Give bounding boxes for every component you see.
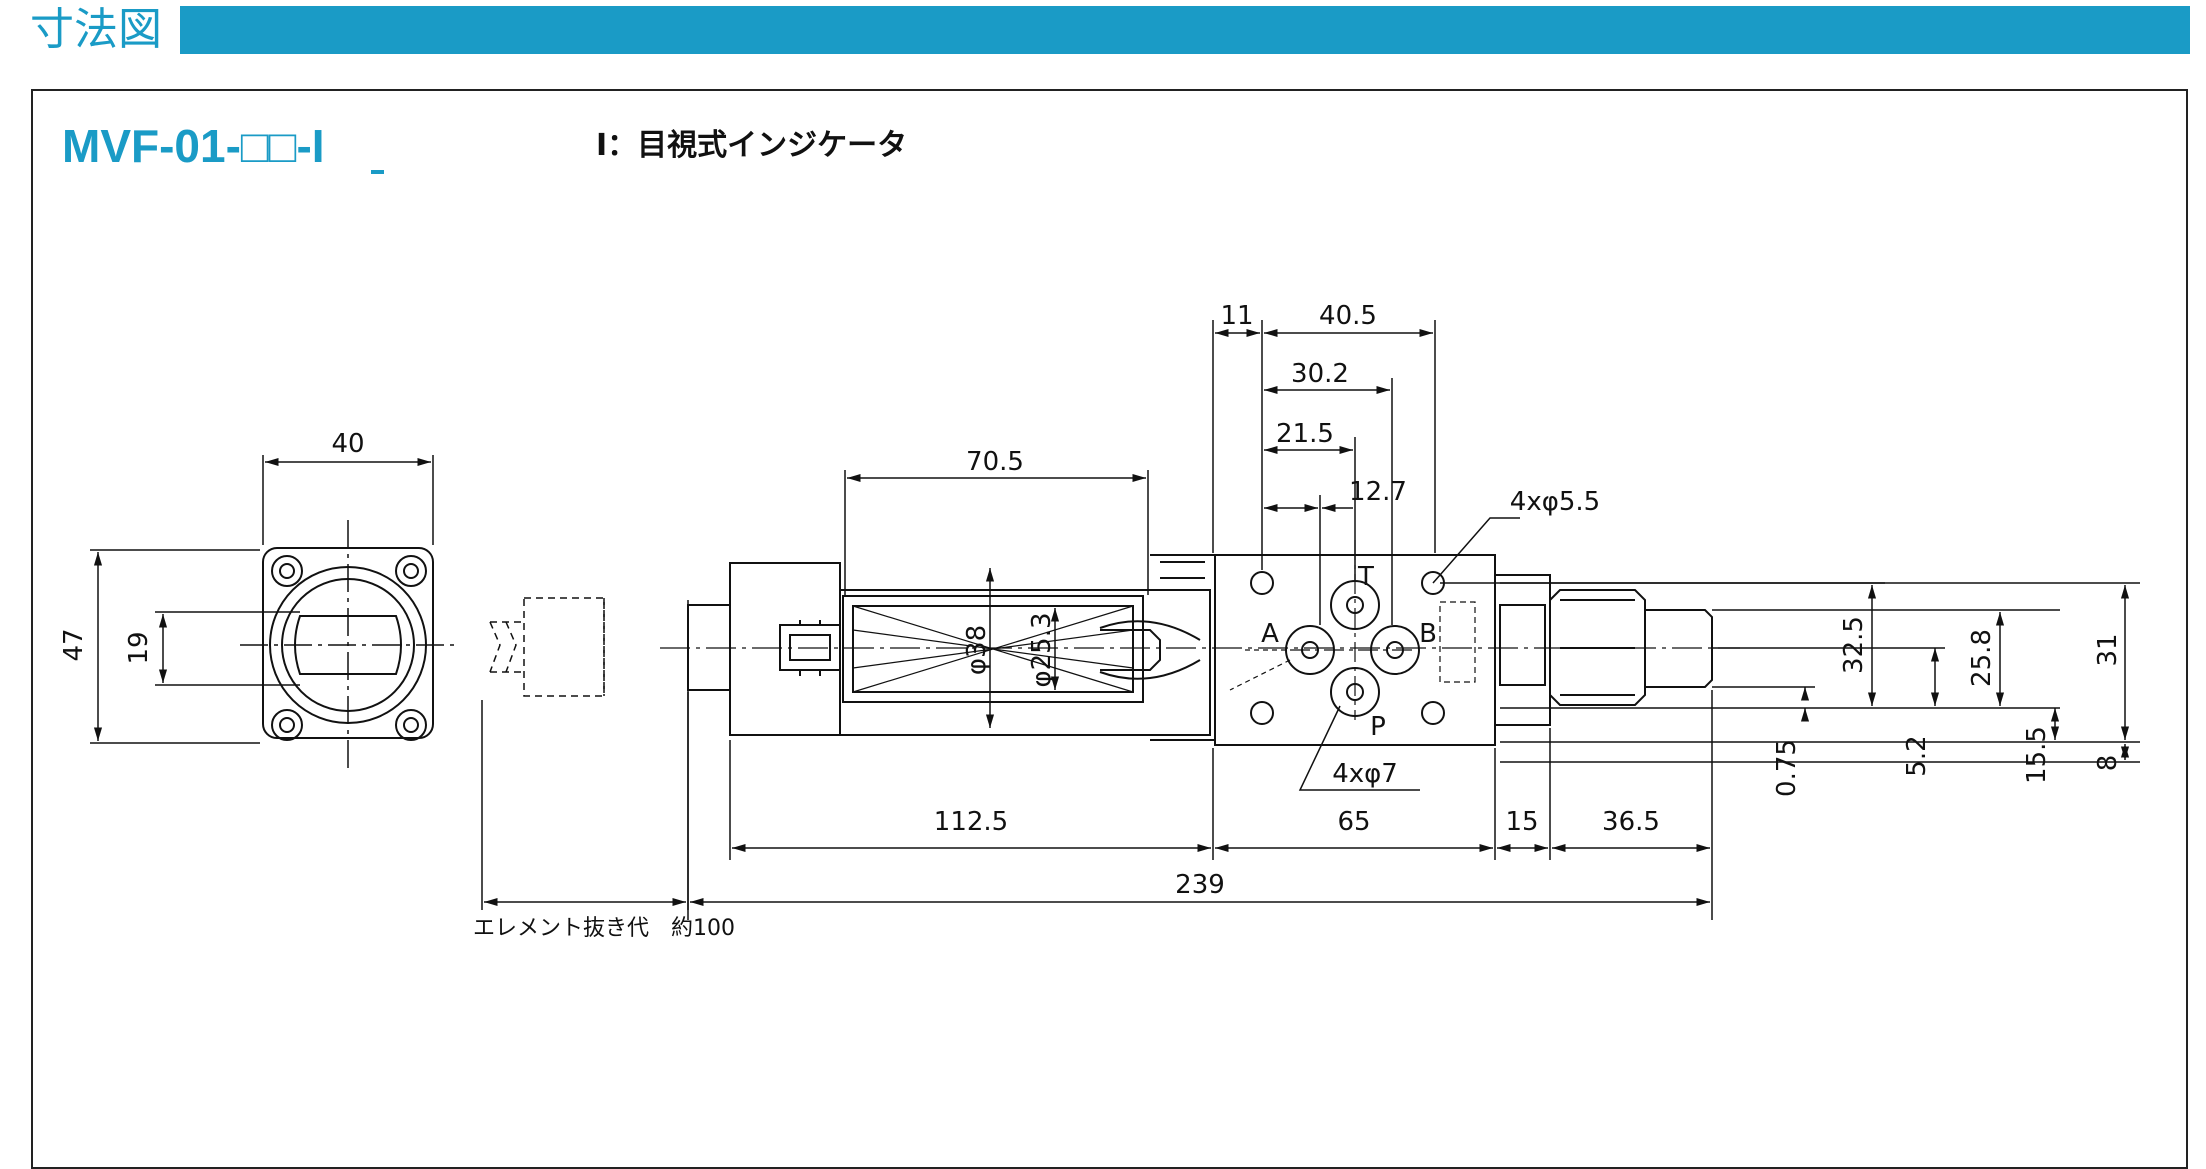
front-view: [90, 455, 460, 770]
label-front-bore: 19: [124, 631, 154, 664]
label-removal: エレメント抜き代 約100: [473, 916, 735, 941]
label-top-11: 11: [1220, 301, 1253, 331]
label-r-15-5: 15.5: [2022, 726, 2052, 784]
label-front-width: 40: [331, 429, 364, 459]
front-bolt-bl: [271, 709, 303, 741]
front-bolt-br: [395, 709, 427, 741]
label-holes-5-5: 4xφ5.5: [1510, 487, 1600, 517]
mount-hole-bl: [1250, 701, 1274, 725]
front-bolt-tl: [271, 555, 303, 587]
label-r-25-8: 25.8: [1967, 629, 1997, 687]
label-port-b: B: [1419, 619, 1437, 649]
label-r-0-75: 0.75: [1772, 739, 1802, 797]
indicator-note: I：目視式インジケータ: [596, 128, 908, 163]
label-len-36-5: 36.5: [1602, 807, 1660, 837]
filter-housing: [687, 562, 1211, 736]
label-len-239: 239: [1175, 870, 1225, 900]
label-holes-7: 4xφ7: [1332, 759, 1398, 789]
side-view: [660, 540, 1740, 746]
model-code-underline: [371, 170, 384, 174]
label-len-112-5: 112.5: [934, 807, 1008, 837]
section-title: 寸法図: [30, 4, 162, 55]
mount-hole-tl: [1250, 571, 1274, 595]
label-r-8: 8: [2093, 755, 2123, 772]
label-top-12-7: 12.7: [1349, 477, 1407, 507]
section-header: 寸法図: [0, 0, 2206, 60]
right-dimensions: [1440, 582, 2140, 763]
label-len-15: 15: [1505, 807, 1538, 837]
label-dia-25-3: φ25.3: [1027, 612, 1057, 687]
label-top-30-2: 30.2: [1291, 359, 1349, 389]
label-top-21-5: 21.5: [1276, 419, 1334, 449]
indicator-adapter: [1494, 574, 1551, 726]
top-dimensions: [844, 320, 1520, 791]
section-title-bar: [180, 6, 2190, 54]
bottom-dimensions: [687, 690, 1713, 920]
label-port-p: P: [1370, 712, 1386, 742]
mount-hole-br: [1421, 701, 1445, 725]
label-dia-38: φ38: [962, 625, 992, 675]
label-front-height: 47: [59, 628, 89, 661]
front-window: [294, 615, 402, 675]
label-r-31: 31: [2093, 633, 2123, 666]
model-code: MVF-01-□□-I: [62, 120, 325, 172]
label-top-40-5: 40.5: [1319, 301, 1377, 331]
indicator-cap: [1644, 609, 1713, 688]
label-r-32-5: 32.5: [1839, 616, 1869, 674]
indicator-nut: [1549, 589, 1646, 706]
label-r-5-2: 5.2: [1902, 735, 1932, 776]
label-port-a: A: [1261, 619, 1279, 649]
front-bolt-tr: [395, 555, 427, 587]
label-len-65: 65: [1337, 807, 1370, 837]
label-port-t: T: [1357, 562, 1374, 592]
element-removal-ghost: [489, 597, 605, 697]
label-len-70-5: 70.5: [966, 447, 1024, 477]
